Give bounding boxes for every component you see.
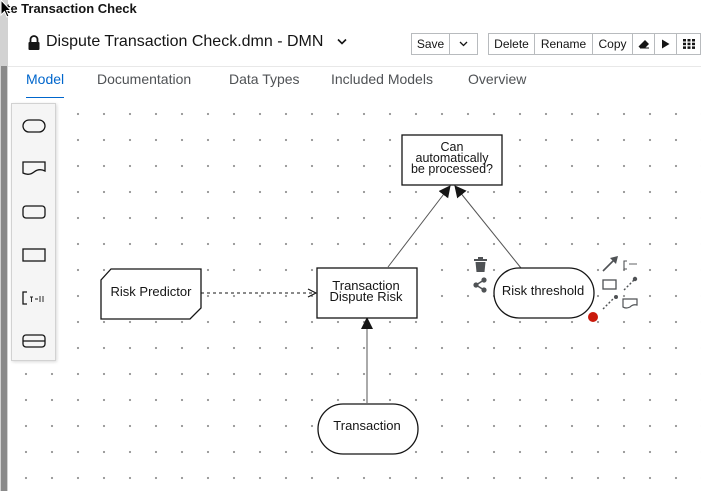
node-label-line: Transaction [332, 278, 399, 293]
palette-decision-service[interactable] [12, 319, 55, 362]
decision-can-automatically-be-processed[interactable]: Can automatically be processed? [401, 134, 503, 186]
create-text-annotation-tool[interactable] [623, 260, 637, 270]
run-button[interactable] [655, 33, 677, 55]
window-title: te Transaction Check [6, 1, 137, 16]
tab-overview[interactable]: Overview [468, 71, 527, 87]
node-label-line: be processed? [411, 162, 493, 176]
copy-button[interactable]: Copy [593, 33, 633, 55]
mouse-cursor-icon [0, 0, 12, 18]
caret-down-icon [459, 41, 468, 47]
delete-node-tool[interactable] [474, 257, 487, 272]
rename-button[interactable]: Rename [535, 33, 593, 55]
tab-included-models[interactable]: Included Models [331, 71, 433, 87]
resize-handle[interactable] [588, 312, 598, 322]
palette-knowledge-source[interactable] [12, 190, 55, 233]
play-icon [662, 39, 670, 49]
palette-decision[interactable] [12, 104, 55, 147]
arrow-up-right-icon [602, 256, 618, 272]
tab-data-types[interactable]: Data Types [229, 71, 300, 87]
knowledge-model-risk-predictor[interactable]: Risk Predictor [100, 268, 202, 320]
tab-model[interactable]: Model [26, 71, 65, 100]
apps-button[interactable] [677, 33, 701, 55]
scrollbar-thumb[interactable] [1, 66, 7, 491]
lock-icon [28, 35, 40, 50]
knowledge-source-icon [21, 204, 46, 219]
input-data-risk-threshold[interactable]: Risk threshold [493, 267, 595, 319]
dashed-line-icon [623, 276, 638, 291]
chevron-down-icon[interactable] [337, 38, 347, 46]
input-data-icon [21, 160, 46, 175]
business-knowledge-model-icon [21, 247, 46, 262]
rectangle-icon [602, 279, 617, 290]
node-label: Risk threshold [502, 283, 584, 298]
share-node-tool[interactable] [473, 277, 487, 293]
create-association-tool[interactable] [623, 276, 638, 291]
editor-header: Dispute Transaction Check.dmn - DMN Save… [8, 24, 701, 67]
text-annotation-icon [21, 290, 43, 305]
decision-icon [21, 118, 46, 133]
node-label-line: Can [441, 140, 464, 154]
input-data-transaction[interactable]: Transaction [317, 403, 419, 455]
create-information-requirement-tool[interactable] [602, 256, 618, 272]
shape-palette [11, 103, 56, 361]
node-label-line: Dispute Risk [330, 289, 403, 304]
tab-documentation[interactable]: Documentation [97, 71, 192, 87]
delete-button[interactable]: Delete [488, 33, 535, 55]
node-label: Transaction [333, 418, 400, 433]
input-data-icon [622, 298, 638, 309]
grid-icon [682, 39, 695, 49]
decision-transaction-dispute-risk[interactable]: Transaction Dispute Risk [316, 267, 418, 319]
save-button[interactable]: Save [411, 33, 450, 55]
dashed-arrow-icon [602, 295, 618, 310]
editor-tabs: Model Documentation Data Types Included … [8, 66, 701, 100]
palette-text-annotation[interactable] [12, 276, 55, 319]
text-annotation-icon [623, 260, 637, 270]
left-scrollbar[interactable] [0, 0, 8, 491]
node-label-line: automatically [416, 151, 490, 165]
create-knowledge-requirement-tool[interactable] [602, 295, 618, 310]
node-label: Risk Predictor [111, 284, 193, 299]
eraser-icon [638, 40, 649, 49]
create-decision-tool[interactable] [602, 279, 617, 290]
palette-input-data[interactable] [12, 147, 55, 190]
share-icon [473, 277, 487, 293]
palette-business-knowledge-model[interactable] [12, 233, 55, 276]
file-title[interactable]: Dispute Transaction Check.dmn - DMN [46, 33, 324, 50]
eraser-button[interactable] [633, 33, 655, 55]
decision-service-icon [21, 333, 46, 348]
create-input-data-tool[interactable] [622, 298, 638, 309]
trash-icon [474, 257, 487, 272]
save-options-button[interactable] [450, 33, 478, 55]
